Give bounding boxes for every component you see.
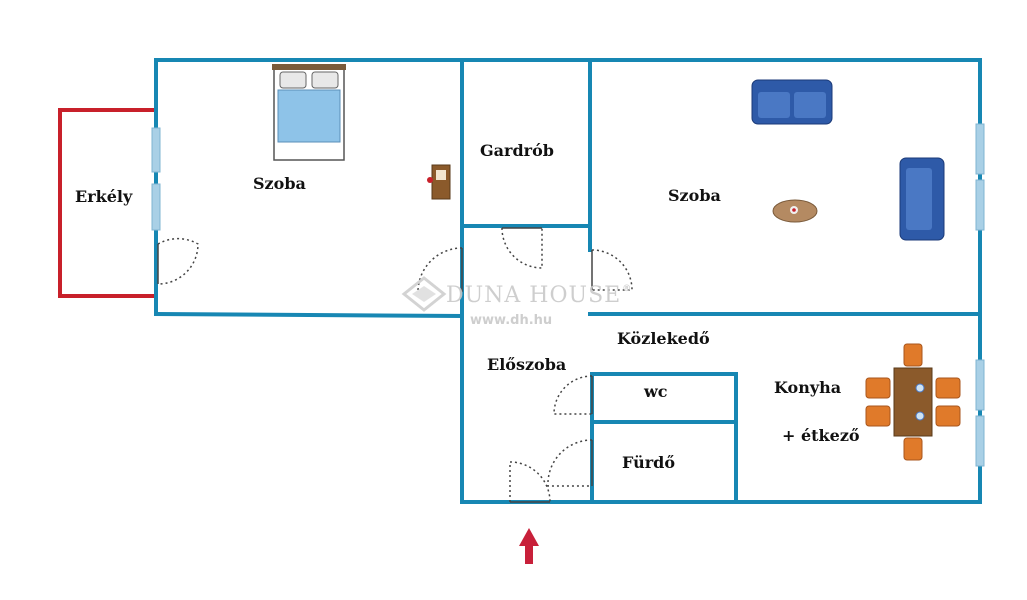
dining-table-icon xyxy=(865,343,961,461)
watermark-url: www.dh.hu xyxy=(470,313,552,328)
room-label-erkely: Erkély xyxy=(75,187,133,206)
armchair-icon xyxy=(899,157,945,241)
sofa-icon xyxy=(751,79,833,125)
duna-house-logo-icon xyxy=(401,276,447,312)
room-label-szoba-right: Szoba xyxy=(668,186,721,205)
watermark-brand: DUNA HOUSE xyxy=(446,283,621,308)
room-label-konyha: Konyha xyxy=(774,378,841,397)
doors xyxy=(157,227,633,503)
room-label-gardrob: Gardrób xyxy=(480,141,554,160)
room-label-wc: wc xyxy=(643,382,668,401)
room-label-kozlekedo: Közlekedő xyxy=(617,329,710,348)
balcony-outline xyxy=(58,108,156,298)
entrance-arrow-icon xyxy=(519,528,539,564)
room-label-szoba-left: Szoba xyxy=(253,174,306,193)
watermark: DUNA HOUSE ® www.dh.hu xyxy=(401,276,631,328)
rug-icon xyxy=(772,199,818,223)
room-label-furdo: Fürdő xyxy=(622,453,675,472)
room-label-etkezo: + étkező xyxy=(782,426,860,445)
bed-icon xyxy=(272,64,346,161)
windows xyxy=(151,123,985,467)
watermark-registered: ® xyxy=(622,284,631,294)
room-label-eloszoba: Előszoba xyxy=(487,355,566,374)
desk-icon xyxy=(427,164,451,200)
